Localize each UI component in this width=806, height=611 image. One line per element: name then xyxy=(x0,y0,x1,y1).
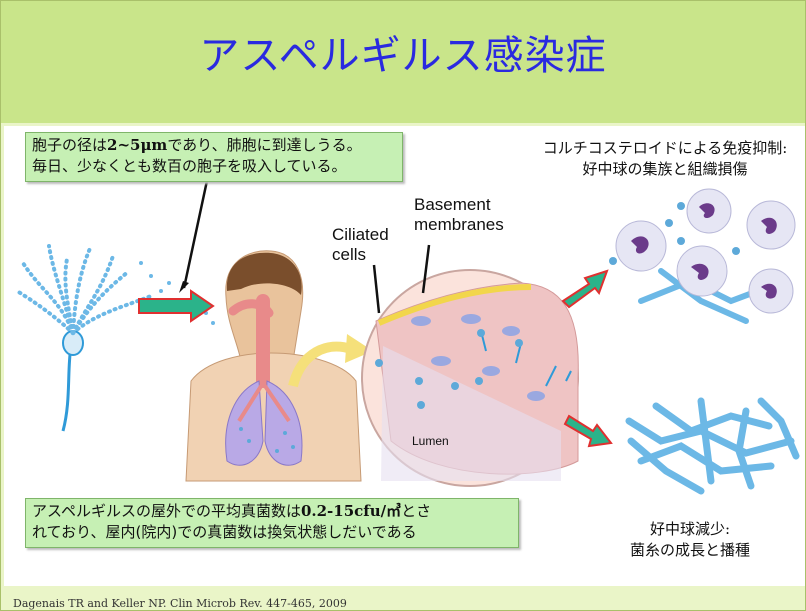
human-respiratory-icon xyxy=(186,251,361,481)
steroid-caption-line1: コルチコステロイドによる免疫抑制: xyxy=(525,138,805,159)
outdoor-count-note: アスペルギルスの屋外での平均真菌数は0.2-15cfu/㎥とさ れており、屋内(… xyxy=(25,498,519,548)
basement-label-line1: Basement xyxy=(414,195,534,215)
aspergillus-conidiophore-icon xyxy=(17,246,215,431)
spore-note-post: であり、肺胞に到達しうる。 xyxy=(167,136,361,154)
spore-note-line1: 胞子の径は2~5μmであり、肺胞に到達しうる。 xyxy=(32,135,396,156)
ciliated-leader xyxy=(374,265,379,313)
pointer-arrowhead xyxy=(179,281,189,293)
basement-label-line2: membranes xyxy=(414,215,534,235)
pointer-line xyxy=(184,176,208,288)
neutrophil-icon xyxy=(609,189,795,321)
ciliated-label-line1: Ciliated xyxy=(332,225,412,245)
airway-epithelium-icon xyxy=(362,270,578,486)
lumen-label: Lumen xyxy=(412,431,449,451)
hyphae-icon xyxy=(629,401,796,491)
outdoor-note-line1: アスペルギルスの屋外での平均真菌数は0.2-15cfu/㎥とさ xyxy=(32,501,512,522)
steroid-caption-line2: 好中球の集族と組織損傷 xyxy=(525,159,805,180)
spore-size-note: 胞子の径は2~5μmであり、肺胞に到達しうる。 毎日、少なくとも数百の胞子を吸入… xyxy=(25,132,403,182)
neutropenia-caption-line1: 好中球減少: xyxy=(585,519,795,540)
outdoor-note-pre: アスペルギルスの屋外での平均真菌数は xyxy=(32,502,301,520)
basement-membranes-label: Basement membranes xyxy=(414,195,534,235)
ciliated-label-line2: cells xyxy=(332,245,412,265)
citation: Dagenais TR and Keller NP. Clin Microb R… xyxy=(13,597,347,610)
steroid-outcome-arrow xyxy=(563,271,607,307)
neutropenia-caption: 好中球減少: 菌糸の成長と播種 xyxy=(585,519,795,561)
outdoor-note-post: とさ xyxy=(401,502,431,520)
neutropenia-caption-line2: 菌糸の成長と播種 xyxy=(585,540,795,561)
spore-note-pre: 胞子の径は xyxy=(32,136,107,154)
spore-note-line2: 毎日、少なくとも数百の胞子を吸入している。 xyxy=(32,156,396,177)
outdoor-count-value: 0.2-15cfu/㎥ xyxy=(301,502,401,520)
spore-size-value: 2~5μm xyxy=(107,136,167,154)
ciliated-cells-label: Ciliated cells xyxy=(332,225,412,265)
steroid-caption: コルチコステロイドによる免疫抑制: 好中球の集族と組織損傷 xyxy=(525,138,805,180)
outdoor-note-line2: れており、屋内(院内)での真菌数は換気状態しだいである xyxy=(32,522,512,543)
